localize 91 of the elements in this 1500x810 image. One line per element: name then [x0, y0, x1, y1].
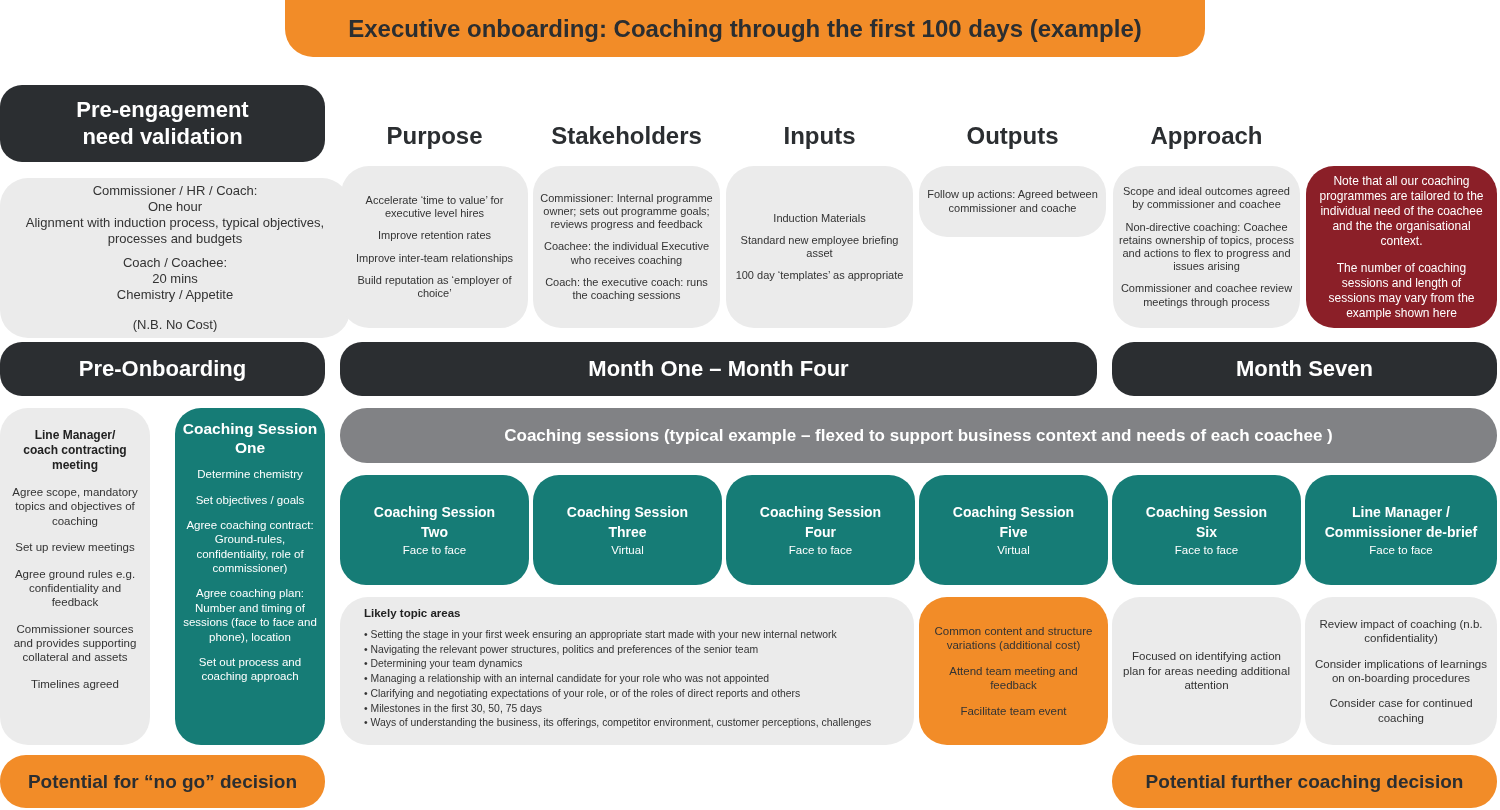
header-text: Month Seven	[1236, 355, 1373, 383]
note-text: The number of coaching sessions and length of sessions may vary from the example shown here	[1327, 260, 1476, 321]
column-heading: Approach	[1150, 122, 1263, 150]
section-bar	[340, 408, 1497, 463]
card-text: Commissioner and coachee review meetings through process	[1119, 282, 1294, 309]
session-card	[1112, 475, 1301, 585]
column-heading: Inputs	[783, 122, 856, 150]
card-text: Set objectives / goals	[195, 492, 305, 507]
card-text: Chemistry / Appetite	[116, 287, 234, 304]
decision-pill	[1112, 755, 1497, 808]
card-text: 100 day ‘templates’ as appropriate	[735, 269, 904, 283]
card-text: Commissioner: Internal programme owner; sets out programme goals; reviews progress and feedback	[539, 191, 714, 232]
card-text: (N.B. No Cost)	[132, 317, 218, 334]
card-text: Improve retention rates	[377, 229, 492, 243]
session-mode: Face to face	[1369, 543, 1433, 559]
card-text: Timelines agreed	[31, 676, 119, 692]
card-text: Commissioner / HR / Coach:	[92, 182, 258, 199]
session-card	[726, 475, 915, 585]
card-text: Focused on identifying action plan for areas needing additional attention	[1122, 649, 1291, 693]
card-text: Set out process and coaching approach	[197, 654, 303, 684]
title-banner: Executive onboarding: Coaching through the first 100 days (example)	[285, 0, 1205, 57]
card-text: Coach / Coachee:	[122, 254, 228, 271]
card-text: Coachee: the individual Executive who receives coaching	[542, 240, 711, 267]
header-text: Pre-Onboarding	[78, 355, 247, 383]
bullet-item: • Navigating the relevant power structures, politics and preferences of the senior team	[364, 642, 759, 657]
column-heading: Purpose	[386, 122, 483, 150]
bar-text: Coaching sessions (typical example – flexed to support business context and needs of each coachee )	[504, 425, 1333, 446]
session-title: Coaching Session Four	[758, 502, 883, 543]
note-card	[1306, 166, 1497, 328]
session-title: Coaching Session Five	[951, 502, 1076, 543]
card-heading: Likely topic areas	[364, 607, 461, 619]
card-text: Attend team meeting and feedback	[948, 663, 1079, 693]
card-text: Improve inter-team relationships	[355, 251, 514, 265]
session-mode: Face to face	[788, 543, 853, 559]
session-mode: Face to face	[1174, 543, 1239, 559]
card-text: Consider case for continued coaching	[1328, 696, 1474, 726]
session-title: Coaching Session Two	[372, 502, 497, 543]
card-text: Review impact of coaching (n.b. confidentiality)	[1318, 616, 1484, 646]
card-text: Build reputation as ‘employer of choice’	[356, 273, 513, 301]
phase-header	[0, 342, 325, 396]
column-heading: Outputs	[966, 122, 1059, 150]
card-text: Follow up actions: Agreed between commissioner and coache	[926, 188, 1099, 215]
card-text: Set up review meetings	[15, 540, 135, 555]
bullet-item: • Clarifying and negotiating expectations of your role, or of the roles of direct reports and others	[364, 686, 801, 701]
card-text: Accelerate ‘time to value’ for executive level hires	[364, 193, 505, 221]
session-card	[175, 408, 325, 745]
phase-header	[340, 342, 1097, 396]
card-text: Alignment with induction process, typical objectives, processes and budgets	[24, 215, 326, 248]
session-card	[919, 475, 1108, 585]
bullet-item: • Milestones in the first 30, 50, 75 days	[364, 701, 543, 716]
bullet-item: • Determining your team dynamics	[364, 657, 523, 672]
card-text: Common content and structure variations (additional cost)	[933, 624, 1094, 653]
header-text: Month One – Month Four	[588, 355, 849, 383]
session-mode: Face to face	[402, 543, 467, 559]
session-title: Coaching Session Six	[1144, 502, 1269, 543]
decision-text: Potential for “no go” decision	[27, 770, 298, 793]
card-text: Commissioner sources and provides supporting collateral and assets	[12, 621, 138, 665]
session-title: Coaching Session One	[181, 420, 319, 458]
card-text: Agree scope, mandatory topics and objectives of coaching	[11, 485, 139, 529]
card-text: Determine chemistry	[197, 467, 303, 482]
phase-header	[0, 85, 325, 162]
header-text: Pre-engagement need validation	[75, 97, 250, 150]
card-text: Agree coaching contract: Ground-rules, confidentiality, role of commissioner)	[185, 517, 315, 576]
card-text: Consider implications of learnings on on-boarding procedures	[1315, 656, 1487, 686]
session-mode: Virtual	[997, 543, 1030, 559]
card-text: Agree ground rules e.g. confidentiality and feedback	[13, 566, 137, 610]
phase-header	[1112, 342, 1497, 396]
card-text: Coach: the executive coach: runs the coaching sessions	[544, 275, 709, 303]
decision-text: Potential further coaching decision	[1145, 770, 1464, 793]
card-text: One hour	[147, 198, 203, 215]
option-card	[919, 597, 1108, 745]
bullet-item: • Setting the stage in your first week ensuring an appropriate start made with your new internal network	[364, 628, 837, 642]
card-text: Induction Materials	[773, 211, 866, 225]
session-mode: Virtual	[611, 543, 644, 559]
column-heading: Stakeholders	[551, 122, 702, 150]
decision-pill	[0, 755, 325, 808]
note-text: Note that all our coaching programmes are tailored to the individual need of the coachee and the the organisational context.	[1318, 173, 1485, 249]
session-title: Line Manager / Commissioner de-brief	[1323, 502, 1479, 543]
card-text: Non-directive coaching: Coachee retains ownership of topics, process and actions to flex to progress and issues arising	[1119, 220, 1294, 274]
session-card	[340, 475, 529, 585]
session-title: Coaching Session Three	[565, 502, 690, 543]
bullet-item: • Managing a relationship with an internal candidate for your role who was not appointed	[364, 672, 770, 687]
card-text: Standard new employee briefing asset	[739, 233, 900, 261]
card-text: Scope and ideal outcomes agreed by commissioner and coachee	[1122, 185, 1291, 212]
session-card	[1305, 475, 1497, 585]
card-text: Agree coaching plan: Number and timing of sessions (face to face and phone), location	[182, 586, 318, 644]
session-card	[533, 475, 722, 585]
card-text: Facilitate team event	[960, 703, 1067, 718]
bullet-item: • Ways of understanding the business, its offerings, competitor environment, customer perceptions, challenges	[364, 716, 872, 731]
card-heading: Line Manager/ coach contracting meeting	[22, 428, 128, 473]
card-text: 20 mins	[152, 270, 198, 287]
